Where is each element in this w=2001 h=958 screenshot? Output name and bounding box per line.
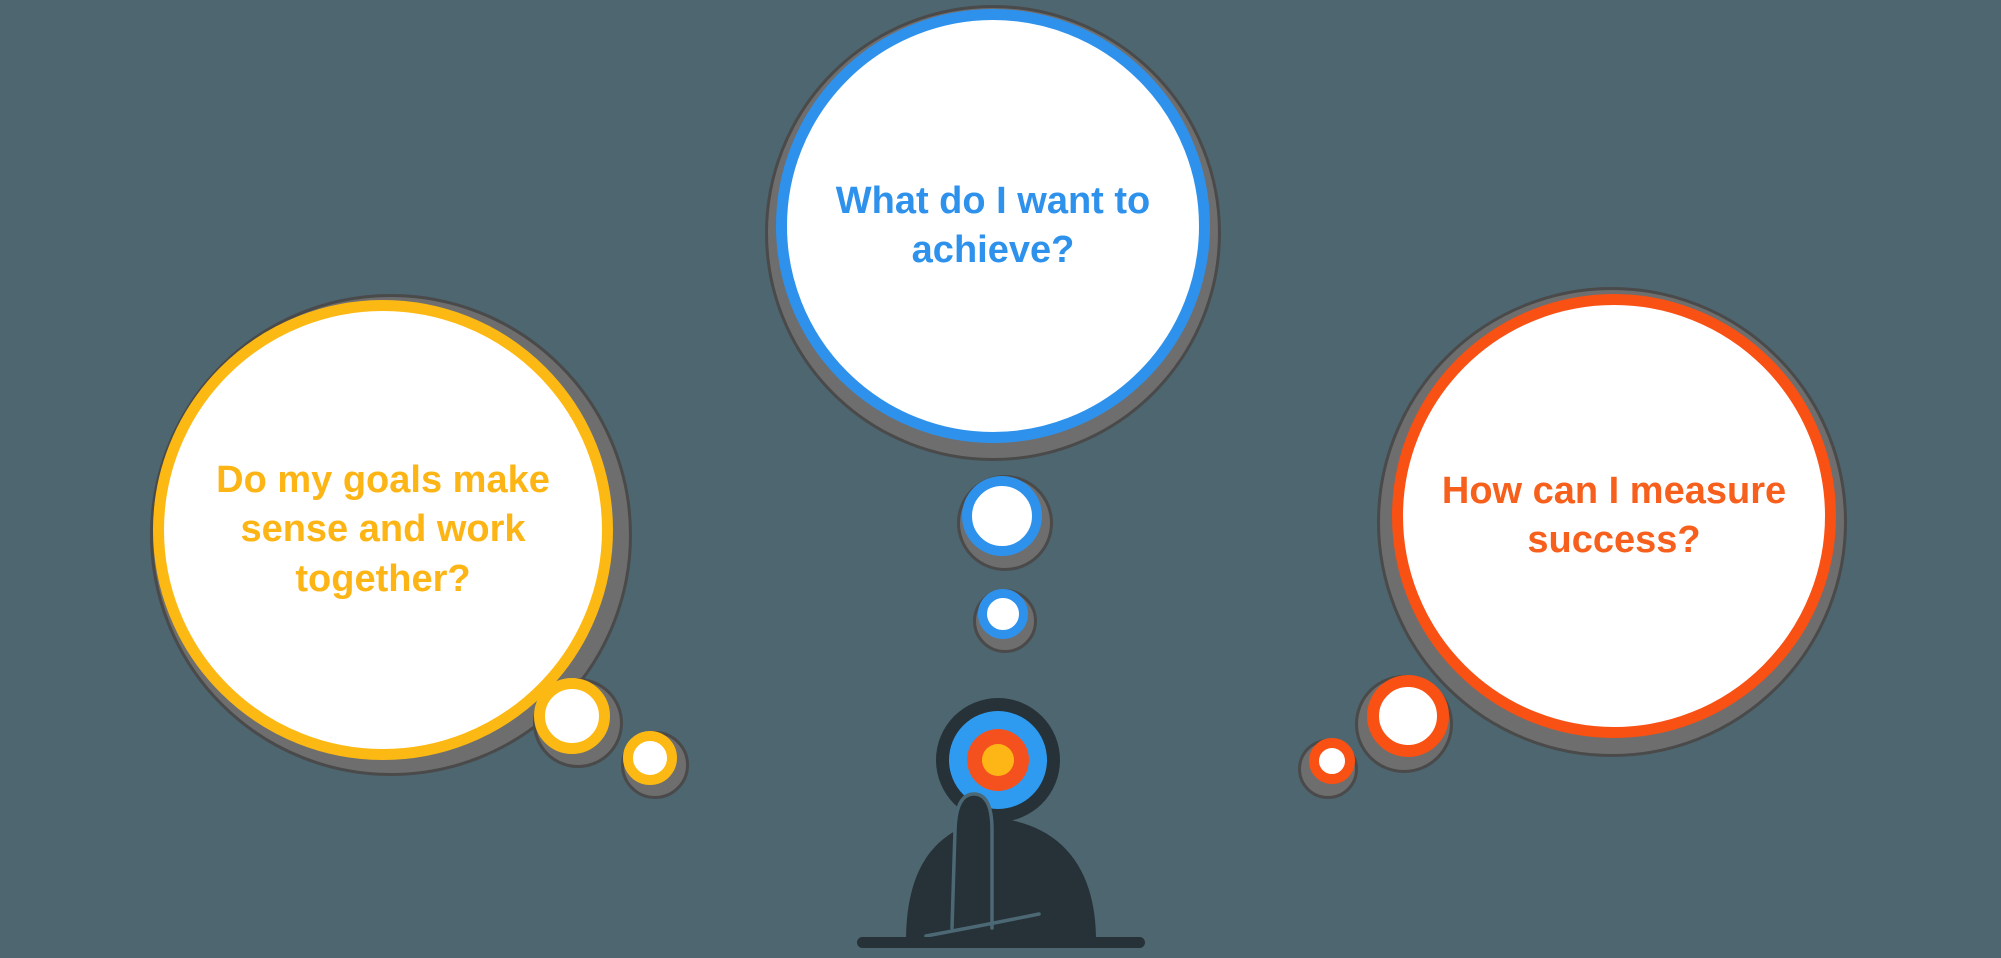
bubble-face <box>534 678 610 754</box>
thought-trail-circle-small <box>621 731 689 799</box>
person-forearm-line <box>924 912 1041 938</box>
person-arm-outline <box>950 792 994 930</box>
bubble-face <box>623 731 677 785</box>
thought-bubble-measure: How can I measure success? <box>1377 287 1847 757</box>
desk-bar <box>857 937 1145 948</box>
thought-trail-circle-small <box>973 589 1037 653</box>
bubble-face <box>1309 738 1355 784</box>
thought-trail-circle-large <box>1355 675 1453 773</box>
thought-bubble-goals-text: Do my goals make sense and work together… <box>216 458 550 600</box>
thought-bubble-achieve-text: What do I want to achieve? <box>835 179 1151 271</box>
bubble-face: What do I want to achieve? <box>776 9 1210 443</box>
thought-bubble-goals: Do my goals make sense and work together… <box>150 294 632 776</box>
bubble-face <box>978 589 1028 639</box>
bubble-face: Do my goals make sense and work together… <box>153 300 613 760</box>
person-arm <box>951 794 993 930</box>
thought-bubble-achieve: What do I want to achieve? <box>765 5 1221 461</box>
thought-trail-circle-large <box>533 678 623 768</box>
thought-bubble-measure-text: How can I measure success? <box>1441 469 1787 561</box>
bubble-face <box>962 476 1042 556</box>
thinking-person-illustration <box>857 698 1145 948</box>
bubble-face: How can I measure success? <box>1392 294 1836 738</box>
thought-trail-circle-small <box>1298 738 1358 799</box>
bubble-face <box>1367 675 1449 757</box>
target-center-yellow <box>982 744 1014 776</box>
thought-trail-circle-large <box>957 475 1053 571</box>
